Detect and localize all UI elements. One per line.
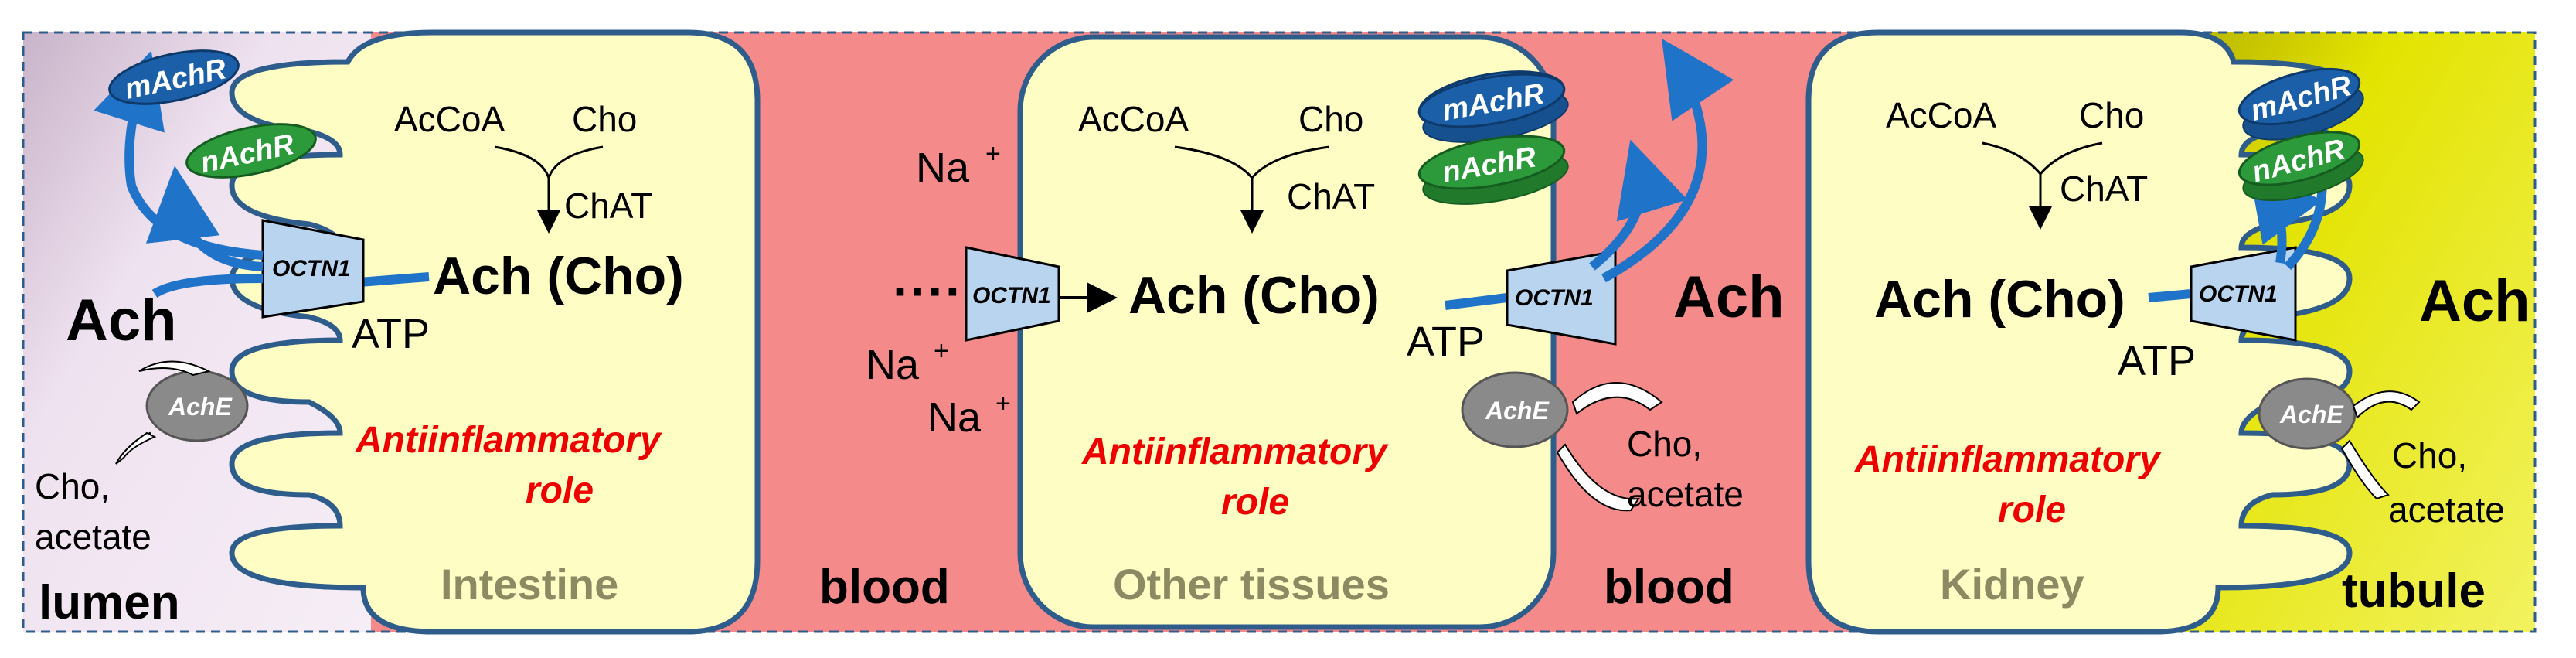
outer-frame xyxy=(22,31,2537,633)
cho-tubule-label: Cho, xyxy=(2392,435,2467,476)
anti-label-1: Antiinflammatory xyxy=(1081,431,1389,472)
na-mid: Na xyxy=(866,342,920,388)
ach-tubule-label: Ach xyxy=(2419,268,2530,334)
chat-label: ChAT xyxy=(1287,176,1375,216)
chat-label: ChAT xyxy=(564,186,652,226)
kidney-synthesis: AcCoA Cho ChAT Ach (Cho) ATP Antiinflamm… xyxy=(1854,95,2196,609)
octn1-transporter xyxy=(1506,250,1617,346)
ach-cho-label: Ach (Cho) xyxy=(1874,270,2125,329)
ache-label: AchE xyxy=(168,393,233,421)
other-octn1-right: OCTN1 xyxy=(1445,250,1617,346)
other-synthesis: AcCoA Cho ChAT Ach (Cho) ATP Antiinflamm… xyxy=(1078,99,1485,609)
accoa-label: AcCoA xyxy=(394,99,505,139)
octn1-transporter xyxy=(965,246,1060,342)
ach-cho-label: Ach (Cho) xyxy=(1128,266,1380,325)
other-arrows xyxy=(1589,39,1734,283)
chat-label: ChAT xyxy=(2060,169,2148,209)
atp-label: ATP xyxy=(2118,338,2196,384)
intestine-synthesis: AcCoA Cho ChAT Ach (Cho) ATP Antiinflamm… xyxy=(352,99,684,609)
anti-label-1: Antiinflammatory xyxy=(355,420,662,461)
anti-label-2: role xyxy=(526,470,594,511)
octn1-label: OCTN1 xyxy=(972,283,1051,309)
accoa-label: AcCoA xyxy=(1078,99,1189,139)
region-lumen: lumen xyxy=(39,576,180,629)
other-octn1-left: OCTN1 xyxy=(965,246,1118,342)
anti-label-1: Antiinflammatory xyxy=(1854,439,2162,480)
na-bot: Na xyxy=(927,394,982,441)
na-top-plus: + xyxy=(985,139,1001,169)
dots: ···· xyxy=(893,262,963,321)
na-bot-plus: + xyxy=(995,389,1011,418)
atp-label: ATP xyxy=(1407,319,1485,365)
octn1-transporter xyxy=(261,219,365,319)
intestine-arrows xyxy=(94,50,264,298)
cho-label: Cho xyxy=(572,99,637,139)
kidney-cell xyxy=(1805,29,2353,635)
ach-lumen-label: Ach xyxy=(66,288,177,353)
cho-lumen-label: Cho, xyxy=(35,466,110,506)
other-nAchR: nAchR xyxy=(1417,135,1569,205)
octn1-transporter xyxy=(2190,246,2297,342)
cho-label: Cho xyxy=(2079,95,2144,135)
cho-blood-label: Cho, xyxy=(1627,424,1702,464)
ach-blood-label: Ach xyxy=(1673,264,1785,330)
anti-label-2: role xyxy=(1998,489,2066,530)
cho-label: Cho xyxy=(1298,99,1363,139)
na-top: Na xyxy=(916,145,970,191)
anti-label-2: role xyxy=(1221,482,1289,523)
tissue-label-intestine: Intestine xyxy=(441,560,618,609)
intestine-cell xyxy=(229,29,761,635)
intestine-ache: AchE xyxy=(115,360,249,465)
kidney-octn1: OCTN1 xyxy=(2148,246,2297,342)
atp-label: ATP xyxy=(352,311,430,357)
ache-label: AchE xyxy=(2279,401,2344,428)
region-tubule: tubule xyxy=(2342,564,2486,618)
octn1-label: OCTN1 xyxy=(2199,281,2278,307)
ach-cho-label: Ach (Cho) xyxy=(433,247,684,305)
region-blood-left: blood xyxy=(819,561,950,614)
region-blood-right: blood xyxy=(1604,561,1734,614)
other-ache: AchE xyxy=(1461,371,1663,512)
intestine-octn1: OCTN1 xyxy=(261,219,430,319)
na-ions: Na + Na + Na + ···· xyxy=(866,139,1011,441)
octn1-label: OCTN1 xyxy=(272,256,351,281)
ache-label: AchE xyxy=(1485,397,1550,424)
octn1-label: OCTN1 xyxy=(1515,285,1594,311)
kidney-ache: AchE xyxy=(2258,377,2421,500)
tissue-label-kidney: Kidney xyxy=(1940,560,2084,609)
na-mid-plus: + xyxy=(934,336,949,366)
acetate-blood-label: acetate xyxy=(1627,474,1744,514)
accoa-label: AcCoA xyxy=(1886,95,1996,135)
acetate-tubule-label: acetate xyxy=(2388,489,2505,530)
acetate-lumen-label: acetate xyxy=(35,517,151,557)
tissue-label-other: Other tissues xyxy=(1113,560,1390,609)
